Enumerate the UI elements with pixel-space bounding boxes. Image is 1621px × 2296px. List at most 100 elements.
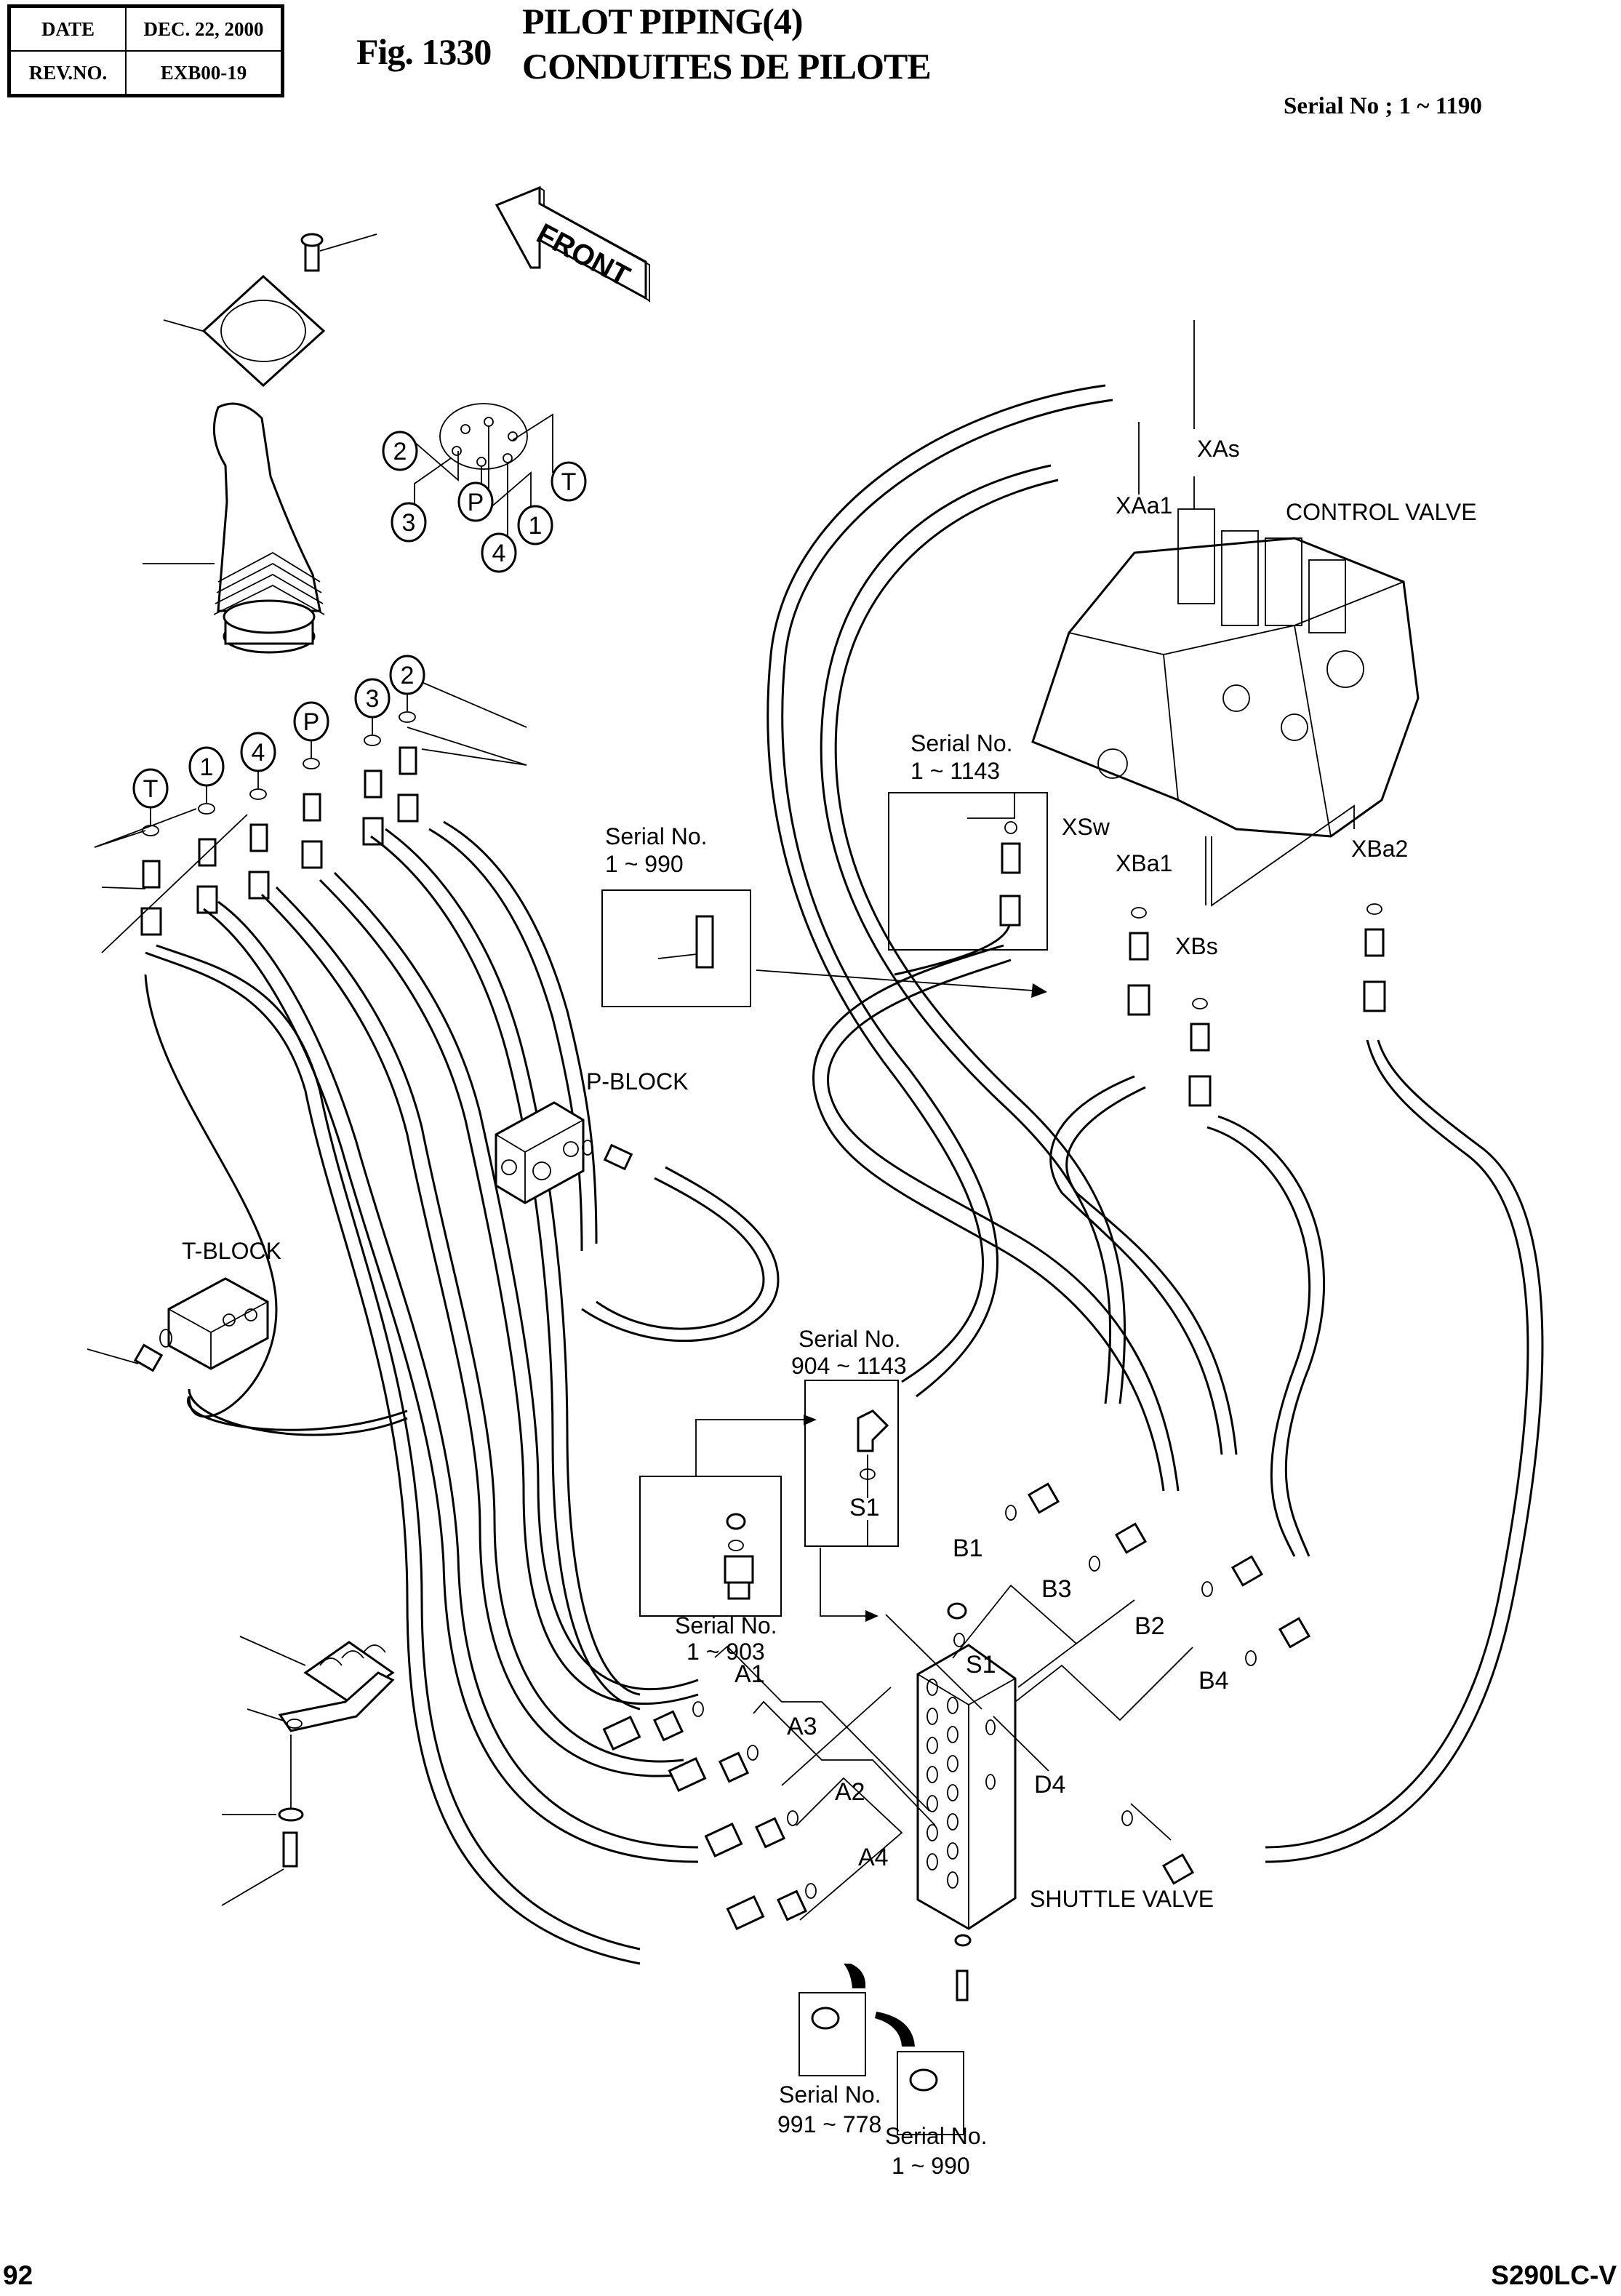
- serial-label-bottom-a: Serial No.: [779, 2081, 881, 2108]
- front-arrow-icon: FRONT: [495, 185, 650, 303]
- fitting-icon: [248, 823, 270, 900]
- fitting-port-circle-2-text: 2: [401, 662, 415, 689]
- serial-label-xsw: Serial No.: [910, 730, 1013, 756]
- b-port-fitting-icon: [1201, 1555, 1264, 1597]
- b-port-fitting-icon: [1121, 1810, 1195, 1885]
- a-port-fitting-icon: [726, 1883, 817, 1931]
- date-value: DEC. 22, 2000: [125, 5, 284, 52]
- port-fitting-icon: [1363, 903, 1386, 1012]
- fitting-port-circle-p: P: [293, 701, 329, 742]
- fitting-leader-lines: [94, 681, 527, 953]
- port-label-xsw: XSw: [1062, 814, 1110, 840]
- port-label-b3: B3: [1041, 1575, 1072, 1603]
- fitting-icon: [196, 838, 218, 914]
- revision-table: DATE DEC. 22, 2000 REV.NO. EXB00-19: [7, 4, 284, 97]
- fitting-port-circle-4: 4: [240, 732, 276, 772]
- port-map-circle-1: 1: [517, 505, 553, 545]
- flange-plate-icon: [163, 274, 326, 388]
- serial-range-bottom-b: 1 ~ 990: [892, 2153, 970, 2179]
- b-port-fitting-icon: [1089, 1522, 1148, 1572]
- joystick-hose-bundle: [144, 820, 699, 1965]
- shuttle-valve-leaders: [714, 1584, 1193, 1921]
- fitting-port-circle-t-text: T: [143, 775, 159, 803]
- joystick-lever-icon: [143, 402, 325, 654]
- a-port-fitting-icon: [602, 1701, 704, 1751]
- control-valve-label: CONTROL VALVE: [1286, 499, 1477, 525]
- port-map-circle-4-text: 4: [492, 540, 506, 567]
- fitting-port-circle-1-text: 1: [200, 753, 214, 781]
- fitting-icon: [397, 746, 419, 823]
- inset-inline-fitting: [601, 889, 1047, 1007]
- port-map-circle-3-text: 3: [402, 509, 416, 537]
- fitting-icon: [362, 769, 384, 846]
- serial-label-inline: Serial No.: [605, 823, 708, 849]
- port-map-circle-p-text: P: [468, 489, 484, 516]
- inset-s1-tee: [639, 1415, 878, 1622]
- page-number: 92: [3, 2260, 33, 2290]
- t-block-hose: [188, 1388, 408, 1436]
- port-label-b1: B1: [953, 1535, 983, 1562]
- port-map-circle-2: 2: [382, 431, 418, 471]
- t-block-label: T-BLOCK: [182, 1238, 281, 1264]
- port-fitting-icon: [1188, 998, 1212, 1107]
- port-label-xba1: XBa1: [1116, 850, 1172, 876]
- fitting-port-circle-4-text: 4: [252, 739, 265, 767]
- title-english: PILOT PIPING(4): [522, 1, 803, 41]
- p-block-icon: [495, 1101, 780, 1343]
- port-fitting-icon: [1127, 907, 1150, 1016]
- shuttle-valve-icon: [916, 1602, 1017, 2001]
- serial-label-bottom-b: Serial No.: [885, 2123, 988, 2149]
- fitting-port-circle-1: 1: [188, 746, 225, 787]
- date-label: DATE: [8, 5, 127, 52]
- serial-range-s1-tee: 1 ~ 903: [687, 1639, 765, 1665]
- bracket-icon: [221, 1671, 395, 1906]
- port-map-circle-3: 3: [391, 502, 427, 543]
- a-port-fitting-icon: [704, 1810, 799, 1858]
- rev-value: EXB00-19: [125, 50, 284, 97]
- port-map-circle-p: P: [457, 481, 494, 522]
- port-label-b4: B4: [1198, 1667, 1229, 1695]
- shuttle-valve-label: SHUTTLE VALVE: [1030, 1886, 1214, 1912]
- figure-number: Fig. 1330: [356, 31, 492, 72]
- serial-range-bottom-a: 991 ~ 778: [777, 2111, 881, 2137]
- control-valve-hoses: [767, 384, 1544, 1863]
- control-valve-leaders: [967, 320, 1355, 907]
- port-label-xbs: XBs: [1175, 933, 1218, 959]
- model-code: S290LC-V: [1491, 2260, 1617, 2290]
- serial-label-s1-tee: Serial No.: [675, 1612, 777, 1639]
- serial-label-s1-elbow: Serial No.: [799, 1326, 901, 1352]
- inset-s1-elbow: [804, 1380, 899, 1547]
- serial-range: Serial No ; 1 ~ 1190: [1284, 93, 1482, 119]
- inset-xsw-fitting: [888, 792, 1048, 976]
- serial-range-xsw: 1 ~ 1143: [910, 758, 1000, 784]
- s1-inset-label: S1: [849, 1494, 880, 1521]
- port-map-circle-4: 4: [481, 532, 517, 573]
- port-label-xaa1: XAa1: [1116, 492, 1172, 519]
- fitting-port-circle-t: T: [132, 768, 169, 809]
- fitting-port-circle-2: 2: [389, 655, 425, 695]
- port-map-circle-t-text: T: [561, 468, 577, 496]
- b-port-fitting-icon: [1005, 1482, 1060, 1521]
- control-valve-icon: [1031, 508, 1420, 838]
- bolt-icon: [300, 233, 377, 272]
- inset-bottom-fitting-a: [799, 1964, 866, 2076]
- port-map-circle-1-text: 1: [529, 512, 543, 540]
- port-label-d4: D4: [1034, 1771, 1065, 1799]
- t-block-icon: [87, 1277, 269, 1372]
- port-label-xas: XAs: [1197, 436, 1240, 462]
- rev-label: REV.NO.: [8, 50, 127, 97]
- port-map-circle-t: T: [551, 461, 587, 502]
- fitting-port-circle-3-text: 3: [366, 685, 380, 713]
- title-french: CONDUITES DE PILOTE: [522, 46, 932, 87]
- port-map-circle-2-text: 2: [393, 438, 407, 465]
- p-block-label: P-BLOCK: [586, 1068, 688, 1095]
- fitting-icon: [301, 793, 323, 869]
- port-label-b2: B2: [1134, 1612, 1165, 1640]
- fitting-port-circle-3: 3: [354, 678, 391, 719]
- b-port-fitting-icon: [1245, 1617, 1311, 1666]
- serial-range-inline: 1 ~ 990: [605, 851, 684, 877]
- fitting-port-circle-p-text: P: [303, 708, 320, 736]
- inset-bottom-fitting-b: [875, 2012, 964, 2135]
- serial-range-s1-elbow: 904 ~ 1143: [791, 1353, 907, 1379]
